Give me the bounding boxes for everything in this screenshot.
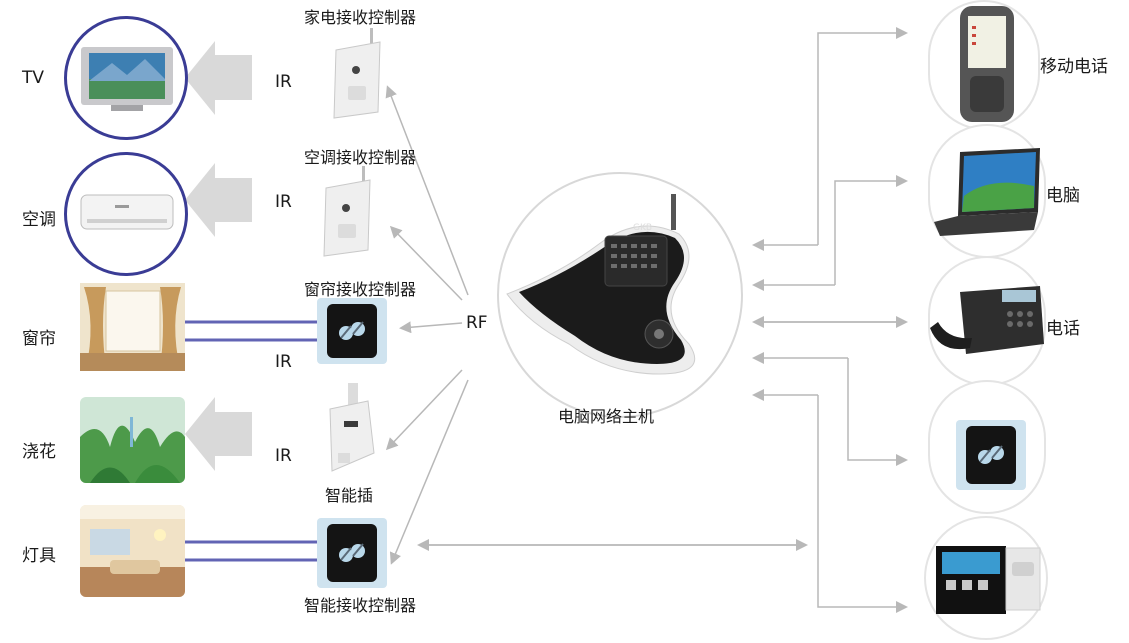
receiver-icon [323, 166, 371, 257]
smart-plug-device [318, 383, 380, 475]
appliance-label-watering: 浇花 [22, 442, 56, 462]
control-panel-node [924, 516, 1048, 640]
controller-label-curtain: 窗帘接收控制器 [304, 280, 417, 299]
ir-label-2: IR [275, 192, 292, 212]
laptop-icon [934, 148, 1040, 236]
phone-node [928, 256, 1046, 386]
device-label-computer: 电脑 [1046, 186, 1080, 206]
switch-panel-node [928, 380, 1046, 514]
mobile-phone-icon [960, 6, 1014, 122]
controller-label-ac: 空调接收控制器 [304, 148, 417, 167]
receiver-icon [333, 28, 381, 119]
mobile-node [928, 0, 1040, 130]
curtain-receiver-device [317, 298, 387, 364]
appliance-receiver-device [330, 28, 386, 120]
tv-node [64, 16, 188, 140]
device-label-mobile: 移动电话 [1040, 57, 1108, 77]
control-panel-icon [936, 546, 1041, 614]
plug-icon [329, 383, 375, 472]
switch-icon [978, 445, 1004, 464]
watering-photo [80, 397, 185, 483]
switch-icon [339, 321, 365, 340]
hub-label: 电脑网络主机 [558, 407, 655, 426]
computer-node [928, 124, 1046, 258]
lamp-photo [80, 505, 185, 597]
hub-brand: GKB [633, 223, 652, 233]
tv-icon [81, 47, 173, 111]
device-label-phone: 电话 [1046, 319, 1080, 339]
switch-icon [339, 543, 365, 562]
hub-node: GKB [497, 172, 743, 418]
switch-panel-device [956, 420, 1026, 490]
appliance-label-ac: 空调 [22, 210, 56, 230]
appliance-label-curtain: 窗帘 [22, 329, 56, 349]
controller-label-appliance: 家电接收控制器 [304, 8, 417, 27]
ac-node [64, 152, 188, 276]
ac-receiver-device [320, 166, 376, 258]
curtain-photo [80, 283, 185, 371]
hub-device-icon: GKB [506, 194, 696, 375]
lamp-icon [80, 505, 185, 597]
plant-icon [80, 397, 185, 483]
ir-label-1: IR [275, 72, 292, 92]
ir-label-3: IR [275, 352, 292, 372]
curtain-icon [80, 283, 185, 371]
rf-label: RF [466, 313, 488, 333]
ir-arrows [185, 41, 252, 471]
appliance-label-lamp: 灯具 [22, 546, 56, 566]
air-conditioner-icon [80, 194, 174, 230]
desk-phone-icon [930, 286, 1044, 354]
ir-label-4: IR [275, 446, 292, 466]
smart-receiver-device [317, 518, 387, 588]
controller-label-smart: 智能接收控制器 [304, 596, 417, 615]
controller-label-plug: 智能插 [325, 486, 374, 505]
appliance-label-tv: TV [22, 68, 45, 88]
